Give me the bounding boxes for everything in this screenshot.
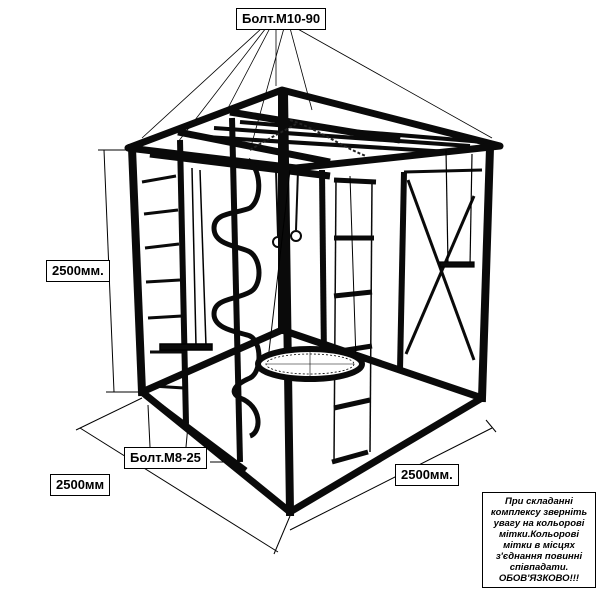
trapeze	[439, 149, 475, 268]
rope-ladder	[331, 177, 377, 465]
gymnastic-rings	[272, 169, 302, 248]
bolt-low-label: Болт.М8-25	[124, 447, 207, 469]
width-dimension-label: 2500мм.	[395, 464, 459, 486]
right-net	[403, 168, 483, 361]
bolt-top-leader-lines	[141, 27, 493, 151]
wavy-climbing-pole	[211, 157, 262, 439]
nest-swing	[255, 169, 365, 382]
height-dimension-label: 2500мм.	[46, 260, 110, 282]
chains	[249, 119, 367, 157]
ground-beam	[140, 390, 248, 472]
depth-dimension-label: 2500мм	[50, 474, 111, 496]
inner-posts	[177, 117, 407, 463]
assembly-note: При складанні комплексу зверніть увагу н…	[482, 492, 596, 588]
left-swing	[159, 167, 213, 351]
bolt-top-label: Болт.М10-90	[236, 8, 327, 30]
top-frame	[124, 86, 504, 180]
left-ladder	[141, 174, 185, 390]
